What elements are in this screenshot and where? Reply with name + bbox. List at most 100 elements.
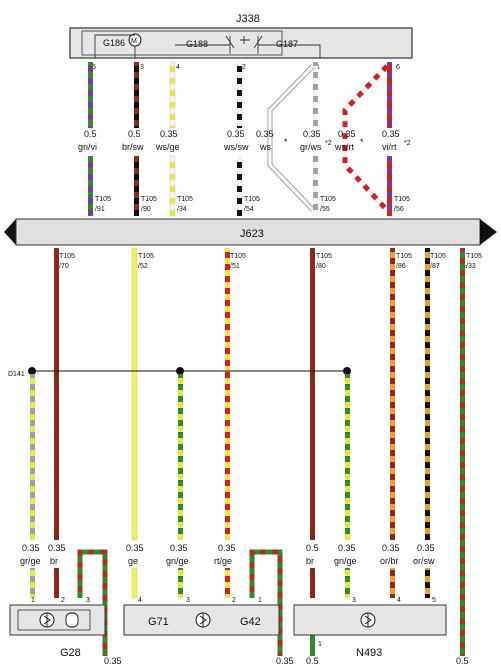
- wire-ws-sw: [237, 62, 242, 128]
- wire-ws-rt-branch: [342, 64, 389, 212]
- wire-ws-branch: [268, 64, 315, 212]
- g42-pin: 2: [232, 597, 236, 604]
- wire-ge-end: [131, 567, 138, 599]
- wire-size: 0.5: [128, 129, 141, 139]
- wire-br-end: [310, 568, 315, 598]
- bottom-wire-labels: 0.35 gr/ge 0.35 br 0.35 ge 0.35 gn/ge 0.…: [20, 543, 435, 566]
- wire-loop-g28-gn: [77, 549, 108, 656]
- ground-node: [343, 367, 351, 375]
- wire-gn-ge-end: [178, 568, 183, 598]
- wire-color: br/sw: [122, 142, 144, 152]
- terminal-pin: /52: [138, 263, 148, 270]
- wire-n493-out: [310, 632, 315, 656]
- j338-module-box: [69, 27, 413, 59]
- terminal-pin: /54: [244, 206, 254, 213]
- wire-gr-ge: [30, 374, 35, 540]
- top-terminal-labels: T105 /91 T105 /90 T105 /34 T105 /54 T105…: [95, 196, 410, 213]
- wire-color: ws/sw: [223, 142, 249, 152]
- wire-size: 0.35: [256, 129, 274, 139]
- wire-loop-g42-gn: [249, 549, 283, 656]
- wire-color: ge: [128, 556, 138, 566]
- wire-color: rt/ge: [214, 556, 232, 566]
- top-pin-label: 5: [92, 64, 96, 71]
- branch-note: *: [360, 137, 364, 147]
- j338-internal-wiring: [94, 34, 321, 58]
- wire-size: 0.5: [84, 129, 97, 139]
- j623-label: J623: [240, 228, 264, 240]
- wire-ge-52: [131, 247, 138, 541]
- wire-size: 0.35: [218, 543, 236, 553]
- g28-pin: 1: [31, 597, 35, 604]
- top-pin-label: 2: [242, 64, 246, 71]
- terminal-label: T105: [141, 196, 157, 203]
- terminal-label: T105: [320, 196, 336, 203]
- g42-label: G42: [240, 616, 261, 628]
- terminal-label: T105: [138, 253, 154, 260]
- wire-loop-g28: [77, 549, 108, 656]
- terminal-label: T105: [95, 196, 111, 203]
- wire-gr-ws: [313, 62, 318, 128]
- terminal-pin: /56: [394, 206, 404, 213]
- wire-gn-vi-lower: [88, 156, 93, 216]
- magnet-icon: [65, 612, 79, 628]
- wire-rt-ge-end: [225, 568, 230, 598]
- wire-or-br-end: [390, 568, 395, 598]
- terminal-pin: /86: [396, 263, 406, 270]
- wire-or-sw-end: [425, 568, 430, 598]
- top-pin-label: 4: [176, 64, 180, 71]
- wire-size: 0.35: [382, 129, 400, 139]
- footnote-mark: *2: [325, 140, 332, 147]
- g28-pin: 3: [86, 597, 90, 604]
- n493-pin: 5: [432, 597, 436, 604]
- wire-gn-ge: [345, 374, 350, 540]
- footnote-mark: *2: [404, 140, 411, 147]
- wire-br-80: [310, 248, 315, 540]
- terminal-label: T105: [230, 253, 246, 260]
- wire-size: 0.35: [303, 129, 321, 139]
- ground-node: [176, 367, 184, 375]
- terminal-pin: /33: [466, 263, 476, 270]
- wire-color: br: [306, 556, 314, 566]
- wire-size: 0.35: [48, 543, 66, 553]
- wire-color: or/br: [380, 556, 399, 566]
- terminal-label: T105: [466, 253, 482, 260]
- wire-color: gn/ge: [334, 556, 357, 566]
- terminal-pin: /91: [95, 206, 105, 213]
- n493-pin: 3: [352, 597, 356, 604]
- terminal-pin: /87: [430, 263, 440, 270]
- valve-symbol: [364, 613, 372, 627]
- j338-inner-box: [81, 30, 283, 56]
- branch-note: *: [284, 137, 288, 147]
- g188-label: G188: [186, 39, 208, 49]
- g187-label: G187: [276, 39, 298, 49]
- wire-ws-ge-lower: [169, 155, 176, 217]
- terminal-label: T105: [316, 253, 332, 260]
- wire-color: gn/ge: [166, 556, 189, 566]
- g28-label: G28: [60, 647, 81, 659]
- bus-arrow-left: [4, 219, 16, 245]
- bottom-terminal-labels: T105 /70 T105 /52 T105 /51 T105 /80 T105…: [59, 253, 482, 270]
- wire-color: gr/ge: [20, 556, 41, 566]
- wire-33: [460, 248, 465, 656]
- n493-pin: 4: [397, 597, 401, 604]
- g28-sensor-box: [9, 604, 106, 636]
- terminal-label: T105: [394, 196, 410, 203]
- wire-color: br: [50, 556, 58, 566]
- j338-label: J338: [236, 13, 260, 25]
- pressure-sensor-symbol: [199, 613, 207, 627]
- bottom-size-label: 0.5: [306, 656, 319, 666]
- wire-size: 0.35: [22, 543, 40, 553]
- wire-size: 0.5: [306, 543, 319, 553]
- wire-color: gr/ws: [300, 142, 322, 152]
- n493-pin: 1: [318, 641, 322, 648]
- wire-br-sw: [134, 62, 139, 128]
- top-wire-labels: 0.5 gn/vi 0.5 br/sw 0.35 ws/ge 0.35 ws/s…: [78, 129, 411, 152]
- bottom-size-label: 0.35: [276, 656, 294, 666]
- d141-label: D141: [8, 371, 25, 378]
- terminal-pin: /70: [59, 263, 69, 270]
- wire-br-sw-lower: [134, 156, 139, 216]
- wire-ws-ge: [169, 61, 176, 129]
- wire-size: 0.35: [126, 543, 144, 553]
- motor-symbol: M: [131, 38, 137, 45]
